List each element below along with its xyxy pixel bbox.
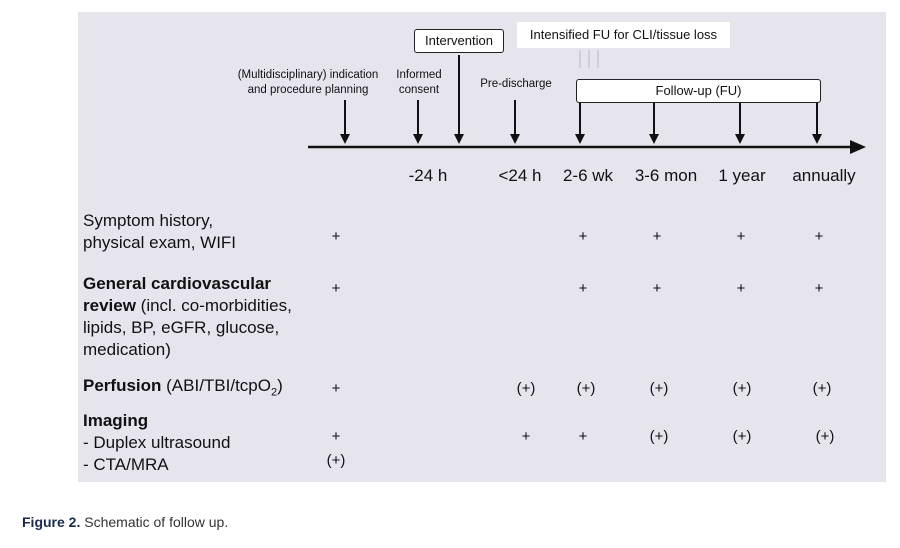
cell-symptom-3-6mon: + bbox=[652, 228, 662, 245]
tick-3-6mon: 3-6 mon bbox=[634, 166, 698, 185]
cell-cta-baseline: (+) bbox=[326, 452, 346, 469]
cell-perfusion-3-6mon: (+) bbox=[649, 380, 669, 397]
cell-duplex-1year: (+) bbox=[732, 428, 752, 445]
cell-symptom-2-6wk: + bbox=[578, 228, 588, 245]
cell-perfusion-lt24h: (+) bbox=[516, 380, 536, 397]
pre-discharge-label: Pre-discharge bbox=[480, 78, 552, 90]
consent-label: Informed consent bbox=[396, 69, 442, 96]
cell-perfusion-baseline: + bbox=[331, 380, 341, 397]
cell-duplex-annually: (+) bbox=[815, 428, 835, 445]
tick-annually: annually bbox=[792, 166, 856, 185]
cell-symptom-baseline: + bbox=[331, 228, 341, 245]
row-label-imaging: Imaging - Duplex ultrasound - CTA/MRA bbox=[83, 411, 231, 474]
figure-caption: Figure 2. Schematic of follow up. bbox=[22, 514, 229, 530]
cell-duplex-baseline: + bbox=[331, 428, 341, 445]
row-label-symptom: Symptom history, physical exam, WIFI bbox=[83, 211, 237, 252]
cell-cardio-2-6wk: + bbox=[578, 280, 588, 297]
cell-perfusion-1year: (+) bbox=[732, 380, 752, 397]
cell-perfusion-2-6wk: (+) bbox=[576, 380, 596, 397]
cell-duplex-3-6mon: (+) bbox=[649, 428, 669, 445]
timeline-axis-arrowhead bbox=[850, 140, 866, 154]
intensified-fu-faint-arrows bbox=[579, 50, 599, 68]
tick-2-6wk: 2-6 wk bbox=[562, 166, 614, 185]
indication-label: (Multidisciplinary) indication and proce… bbox=[237, 69, 379, 96]
cell-perfusion-annually: (+) bbox=[812, 380, 832, 397]
tick-lt-24h: <24 h bbox=[498, 166, 542, 185]
row-label-cardio: General cardiovascular review (incl. co-… bbox=[83, 274, 292, 359]
cell-duplex-2-6wk: + bbox=[578, 428, 588, 445]
cell-cardio-1year: + bbox=[736, 280, 746, 297]
cell-cardio-baseline: + bbox=[331, 280, 341, 297]
cell-duplex-lt24h: + bbox=[521, 428, 531, 445]
intensified-fu-box: Intensified FU for CLI/tissue loss bbox=[517, 22, 730, 48]
follow-up-box: Follow-up (FU) bbox=[576, 79, 821, 103]
row-label-perfusion: Perfusion (ABI/TBI/tcpO2) bbox=[83, 376, 283, 399]
intervention-box: Intervention bbox=[414, 29, 504, 53]
tick-minus-24h: -24 h bbox=[408, 166, 448, 185]
cell-symptom-1year: + bbox=[736, 228, 746, 245]
cell-cardio-annually: + bbox=[814, 280, 824, 297]
cell-cardio-3-6mon: + bbox=[652, 280, 662, 297]
cell-symptom-annually: + bbox=[814, 228, 824, 245]
tick-1year: 1 year bbox=[718, 166, 766, 185]
